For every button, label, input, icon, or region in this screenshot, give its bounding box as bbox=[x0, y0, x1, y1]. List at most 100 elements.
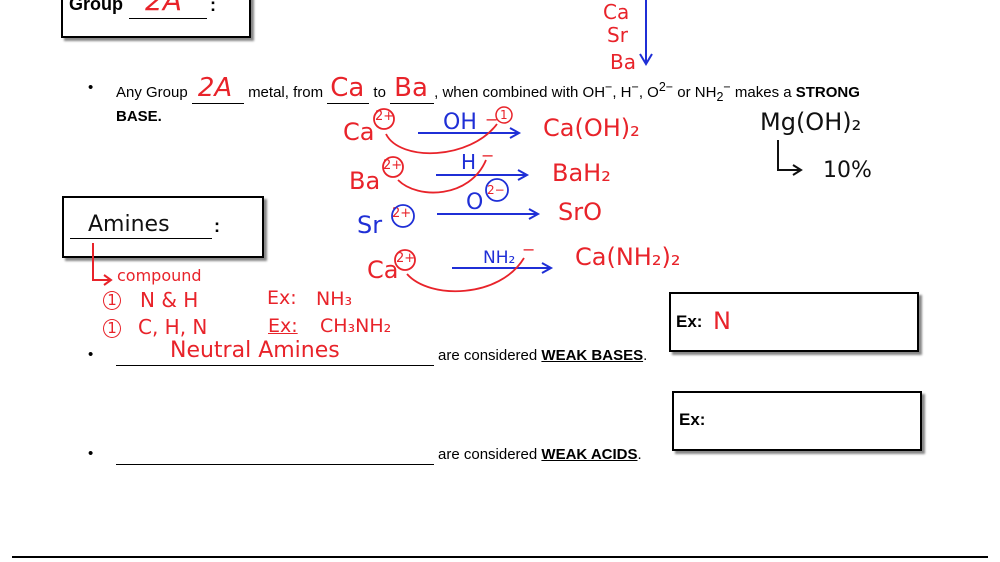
b1-text-any-group: Any Group bbox=[116, 84, 188, 101]
amines-blank[interactable] bbox=[70, 216, 212, 239]
bullet-3-blank[interactable] bbox=[116, 448, 434, 465]
compound-1-num: 1 bbox=[103, 291, 121, 310]
rxn1-swap-curve bbox=[385, 123, 498, 155]
b1-text-o-charge: 2− bbox=[658, 80, 674, 94]
b1-text-makes: makes a bbox=[730, 84, 792, 101]
compound-label: compound bbox=[117, 266, 202, 285]
group-blank[interactable] bbox=[129, 0, 207, 19]
arrow-element-ca: Ca bbox=[603, 0, 630, 24]
bullet-2-answer: Neutral Amines bbox=[170, 338, 340, 363]
b3-text: are considered bbox=[438, 446, 538, 463]
bullet-1-line1: Any Group 2A metal, from Ca to Ba , when… bbox=[116, 73, 860, 104]
rxn4-product: Ca(NH₂)₂ bbox=[575, 243, 681, 271]
rxn4-anion-charge: − bbox=[522, 240, 536, 259]
group-answer: 2A bbox=[145, 0, 182, 17]
rxn1-mark: 1 bbox=[500, 108, 508, 122]
rxn3-charge-circle bbox=[391, 204, 415, 228]
group-label: Group bbox=[69, 0, 123, 14]
rxn3-arrowhead bbox=[528, 208, 541, 220]
rxn2-anion: H bbox=[461, 150, 477, 174]
rxn4-cation: Ca bbox=[367, 256, 399, 284]
amines-answer: Amines bbox=[88, 212, 170, 237]
compound-1-ex-label: Ex: bbox=[267, 287, 297, 309]
rxn1-charge-circle bbox=[373, 108, 395, 130]
b1-blank-from[interactable]: Ca bbox=[327, 73, 370, 104]
b1-text-nh-sub: 2 bbox=[716, 90, 724, 104]
rxn3-anion: O bbox=[466, 190, 484, 215]
arrow-element-sr: Sr bbox=[607, 23, 628, 47]
ex-box-1-answer: N bbox=[713, 307, 731, 335]
bullet-2-dot: • bbox=[88, 346, 94, 363]
b1-blank-from-answer: Ca bbox=[330, 73, 365, 103]
rxn2-cation: Ba bbox=[349, 167, 381, 195]
rxn4-charge: 2+ bbox=[396, 251, 416, 266]
b1-text-o: , O bbox=[638, 84, 659, 101]
bullet-3-dot: • bbox=[88, 445, 94, 462]
b1-text-metal-from: metal, from bbox=[248, 84, 324, 101]
b1-text-nh: or NH bbox=[673, 84, 717, 101]
bullet-2-text: are considered WEAK BASES. bbox=[438, 347, 647, 364]
rxn4-arrowhead bbox=[541, 262, 554, 274]
amines-box: Amines : bbox=[62, 196, 264, 258]
compound-2-text: C, H, N bbox=[138, 315, 208, 339]
bullet-2-blank[interactable] bbox=[116, 349, 434, 366]
arrow-element-ba: Ba bbox=[610, 50, 636, 74]
bullet-1-dot: • bbox=[88, 79, 94, 96]
rxn1-product: Ca(OH)₂ bbox=[543, 114, 640, 142]
compound-hook-arrow bbox=[92, 243, 110, 281]
ex-box-1-label: Ex: bbox=[676, 312, 703, 331]
rxn2-swap-curve bbox=[397, 159, 487, 194]
compound-1-ex: NH₃ bbox=[316, 288, 353, 310]
compound-2-ex-label: Ex: bbox=[268, 315, 298, 337]
b1-blank-group[interactable]: 2A bbox=[191, 73, 244, 104]
side-note-hook-head bbox=[792, 164, 803, 176]
bottom-rule bbox=[12, 556, 988, 558]
rxn2-charge: 2+ bbox=[383, 158, 403, 173]
b2-term: WEAK BASES bbox=[541, 347, 644, 364]
b1-text-to: to bbox=[373, 84, 386, 101]
compound-2-num: 1 bbox=[103, 319, 121, 338]
rxn2-product: BaH₂ bbox=[552, 159, 611, 187]
bullet-3-text: are considered WEAK ACIDS. bbox=[438, 446, 642, 463]
rxn3-cation: Sr bbox=[357, 211, 383, 239]
rxn2-arrowhead bbox=[517, 169, 530, 181]
b1-blank-to-answer: Ba bbox=[394, 73, 428, 103]
compound-hook-head bbox=[103, 274, 113, 286]
group-box: Group 2A : bbox=[61, 0, 251, 38]
compound-2-ex: CH₃NH₂ bbox=[320, 315, 392, 337]
side-note-formula: Mg(OH)₂ bbox=[760, 108, 862, 136]
side-note-percent: 10% bbox=[823, 158, 872, 183]
b3-term: WEAK ACIDS bbox=[541, 446, 638, 463]
ex-box-2-label: Ex: bbox=[679, 410, 706, 429]
rxn1-charge: 2+ bbox=[375, 109, 395, 124]
rxn2-charge-circle bbox=[382, 156, 404, 178]
rxn1-anion: OH bbox=[443, 110, 477, 135]
rxn3-anion-charge-circle bbox=[485, 178, 509, 202]
side-note-hook-arrow bbox=[777, 140, 800, 171]
b1-strong: STRONG bbox=[795, 84, 860, 101]
b2-text: are considered bbox=[438, 347, 538, 364]
rxn1-cation: Ca bbox=[343, 118, 375, 146]
ca-ba-arrowhead bbox=[639, 53, 653, 66]
b1-blank-group-answer: 2A bbox=[197, 73, 233, 103]
b1-blank-to[interactable]: Ba bbox=[390, 73, 435, 104]
b3-period: . bbox=[637, 446, 642, 463]
b1-text-h: , H bbox=[612, 84, 632, 101]
group-colon: : bbox=[210, 0, 216, 15]
rxn1-anion-charge: − bbox=[485, 110, 499, 129]
rxn3-anion-charge: 2− bbox=[487, 183, 505, 197]
bullet-1-line2: BASE. bbox=[116, 108, 162, 125]
rxn4-swap-curve bbox=[406, 257, 525, 293]
ex-box-2: Ex: bbox=[672, 391, 922, 451]
amines-colon: : bbox=[214, 216, 220, 236]
rxn3-product: SrO bbox=[558, 198, 602, 226]
rxn2-anion-charge: − bbox=[481, 146, 495, 165]
rxn4-anion: NH₂ bbox=[483, 248, 516, 268]
ex-box-1: Ex: N bbox=[669, 292, 919, 352]
rxn1-arrowhead bbox=[509, 127, 522, 139]
b2-period: . bbox=[643, 347, 648, 364]
b1-text-oh: , when combined with OH bbox=[434, 84, 606, 101]
compound-1-text: N & H bbox=[140, 288, 199, 312]
rxn4-charge-circle bbox=[394, 249, 416, 271]
